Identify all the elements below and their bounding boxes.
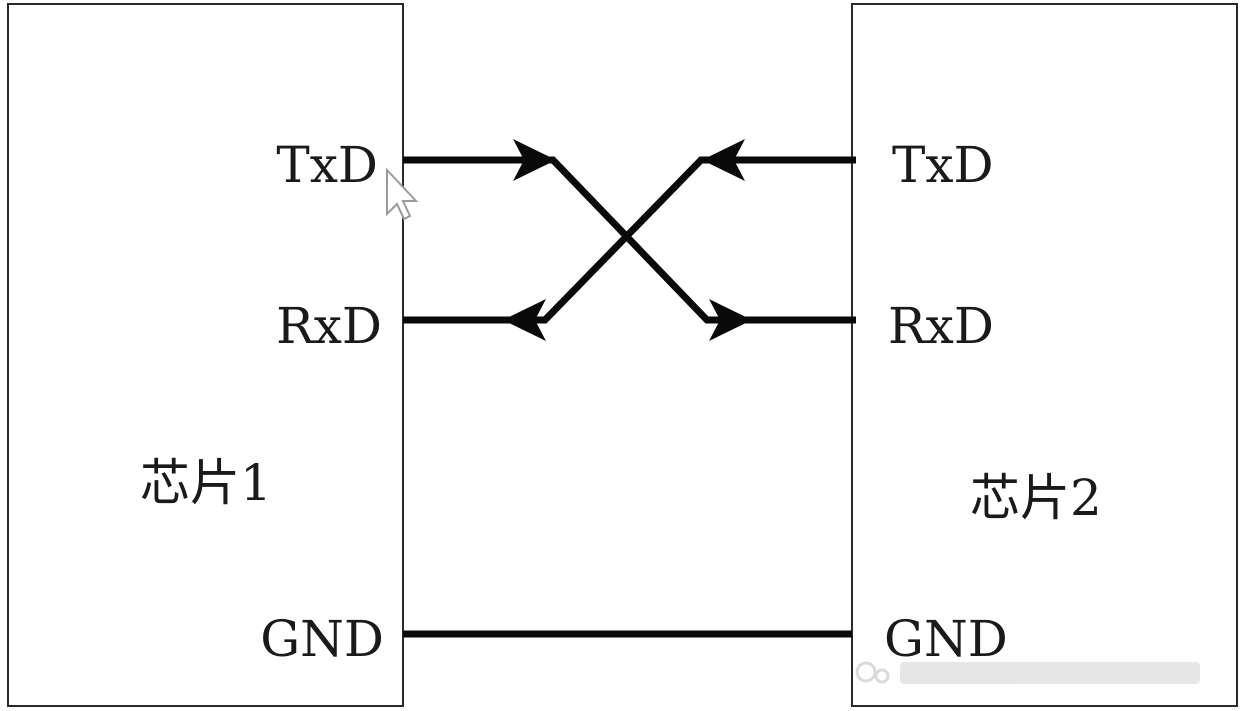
chip1-box bbox=[7, 3, 404, 707]
arrow-left-bottom-icon bbox=[503, 299, 546, 341]
chip1-name-label: 芯片1 bbox=[140, 454, 272, 512]
wire-chip1-txd-to-chip2-rxd bbox=[403, 156, 856, 324]
chip1-txd-label: TxD bbox=[276, 136, 378, 194]
arrow-right-bottom-icon bbox=[709, 299, 752, 341]
watermark-logo-icon bbox=[855, 661, 1200, 684]
chip2-txd-label: TxD bbox=[892, 136, 994, 194]
chip1-rxd-label: RxD bbox=[276, 297, 382, 355]
chip2-name-label: 芯片2 bbox=[970, 469, 1102, 527]
arrow-left-top-icon bbox=[702, 139, 745, 181]
chip1-gnd-label: GND bbox=[260, 610, 384, 668]
mouse-pointer-icon bbox=[386, 167, 419, 221]
chip2-box bbox=[851, 3, 1238, 707]
chip2-rxd-label: RxD bbox=[888, 297, 994, 355]
chip2-gnd-label: GND bbox=[884, 610, 1008, 668]
wire-chip2-txd-to-chip1-rxd bbox=[403, 156, 856, 324]
arrow-right-top-icon bbox=[513, 139, 556, 181]
